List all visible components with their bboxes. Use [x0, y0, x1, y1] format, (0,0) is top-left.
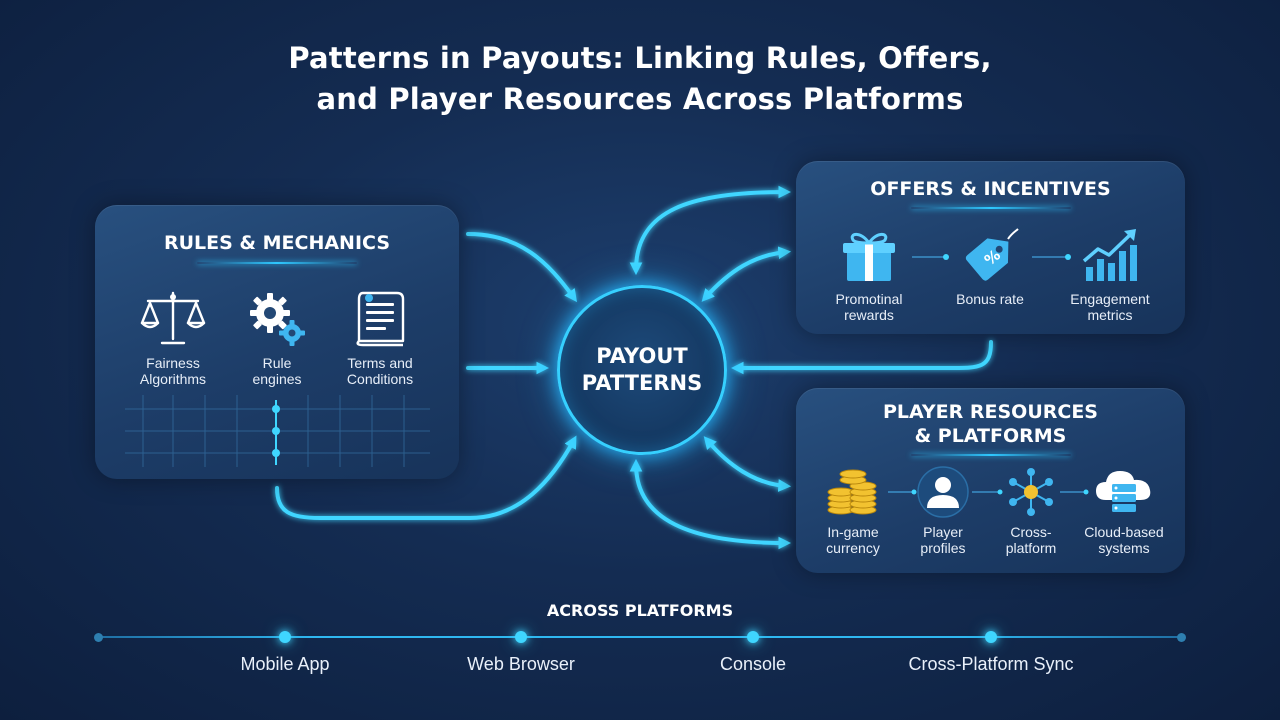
- scales-icon: [140, 291, 206, 345]
- fairness-label-line-1: Fairness: [146, 355, 200, 371]
- timeline-label-cross-platform-sync: Cross-Platform Sync: [908, 654, 1074, 674]
- resources-panel-underline: [911, 454, 1071, 456]
- offers-incentives-panel: OFFERS & INCENTIVES Promotinal rewards: [796, 161, 1185, 334]
- profiles-label-line-2: profiles: [920, 540, 966, 556]
- hub-line-1: PAYOUT: [596, 344, 688, 368]
- item-engagement-metrics: Engagement metrics: [1040, 227, 1180, 323]
- payout-patterns-hub: PAYOUT PATTERNS: [557, 285, 727, 455]
- gift-icon: [843, 232, 895, 281]
- timeline-dot-web: [515, 631, 527, 643]
- item-cloud-systems: Cloud-based systems: [1054, 466, 1194, 556]
- promotional-label-line-1: Promotinal: [835, 291, 903, 307]
- currency-label-line-1: In-game: [827, 524, 879, 540]
- arrow-hub-offers-lower: [701, 246, 792, 302]
- cloud-server-icon: [1096, 471, 1151, 512]
- network-icon: [1009, 468, 1053, 516]
- bonus-rate-label: Bonus rate: [956, 291, 1024, 307]
- document-icon: [356, 291, 405, 347]
- arrow-hub-offers-upper: [629, 185, 792, 276]
- cross-platform-label-line-2: platform: [1005, 540, 1057, 556]
- gears-icon: [250, 293, 305, 346]
- title-line-1: Patterns in Payouts: Linking Rules, Offe…: [288, 41, 992, 75]
- offers-panel-title: OFFERS & INCENTIVES: [870, 178, 1111, 200]
- grid-decoration: [125, 395, 430, 467]
- player-resources-panel: PLAYER RESOURCES & PLATFORMS: [796, 388, 1185, 573]
- item-fairness-algorithms: Fairness Algorithms: [103, 289, 243, 387]
- growth-chart-icon: [1082, 229, 1137, 281]
- rules-panel-title: RULES & MECHANICS: [163, 232, 390, 254]
- profiles-label-line-1: Player: [923, 524, 963, 540]
- timeline-dot-mobile: [279, 631, 291, 643]
- rules-mechanics-panel: RULES & MECHANICS: [95, 205, 459, 479]
- item-terms-conditions: Terms and Conditions: [310, 289, 450, 387]
- diagram-title: Patterns in Payouts: Linking Rules, Offe…: [0, 38, 1280, 120]
- cloud-label-line-2: systems: [1098, 540, 1150, 556]
- arrow-offers-to-hub: [730, 340, 993, 375]
- arrow-hub-resources-lower: [629, 458, 792, 550]
- offers-panel-underline: [911, 207, 1071, 209]
- timeline-title: ACROSS PLATFORMS: [546, 601, 734, 620]
- timeline-label-mobile-app: Mobile App: [240, 654, 330, 674]
- item-promotional-rewards: Promotinal rewards: [799, 227, 939, 323]
- arrow-hub-resources-upper: [703, 436, 792, 492]
- arrow-rules-bottom-to-hub: [275, 435, 577, 520]
- arrow-rules-to-hub-top: [466, 232, 577, 303]
- promotional-label-line-2: rewards: [844, 307, 894, 323]
- resources-title-line-2: & PLATFORMS: [914, 425, 1067, 447]
- fairness-label-line-2: Algorithms: [139, 371, 207, 387]
- terms-label-line-1: Terms and: [347, 355, 413, 371]
- engagement-label-line-2: metrics: [1087, 307, 1133, 323]
- coins-icon: [827, 469, 877, 515]
- resources-panel-title: PLAYER RESOURCES & PLATFORMS: [796, 400, 1185, 448]
- cloud-label-line-1: Cloud-based: [1084, 524, 1164, 540]
- percent-tag-icon: %: [965, 228, 1019, 281]
- timeline-end-dot-right: [1176, 632, 1186, 642]
- title-line-2: and Player Resources Across Platforms: [316, 82, 964, 116]
- engagement-label-line-1: Engagement: [1070, 291, 1150, 307]
- timeline-dot-console: [747, 631, 759, 643]
- item-cross-platform: Cross- platform: [961, 466, 1101, 556]
- rules-panel-underline: [197, 262, 357, 264]
- resources-connectors: [888, 489, 1089, 495]
- timeline-label-web-browser: Web Browser: [467, 654, 575, 674]
- item-rule-engines: Rule engines: [207, 289, 347, 387]
- item-player-profiles: Player profiles: [873, 466, 1013, 556]
- rule-engines-label-line-2: engines: [252, 371, 302, 387]
- cross-platform-label-line-1: Cross-: [1010, 524, 1052, 540]
- currency-label-line-2: currency: [826, 540, 880, 556]
- offers-connectors: [912, 254, 1071, 260]
- item-bonus-rate: % Bonus rate: [920, 227, 1060, 307]
- timeline-line: [98, 636, 1182, 638]
- item-in-game-currency: In-game currency: [783, 466, 923, 556]
- terms-label-line-2: Conditions: [346, 371, 414, 387]
- user-profile-icon: [917, 466, 969, 518]
- timeline-dot-sync: [985, 631, 997, 643]
- timeline-label-console: Console: [719, 654, 787, 674]
- resources-title-line-1: PLAYER RESOURCES: [882, 401, 1098, 423]
- hub-line-2: PATTERNS: [581, 371, 703, 395]
- rule-engines-label-line-1: Rule: [262, 355, 292, 371]
- timeline-end-dot-left: [93, 632, 103, 642]
